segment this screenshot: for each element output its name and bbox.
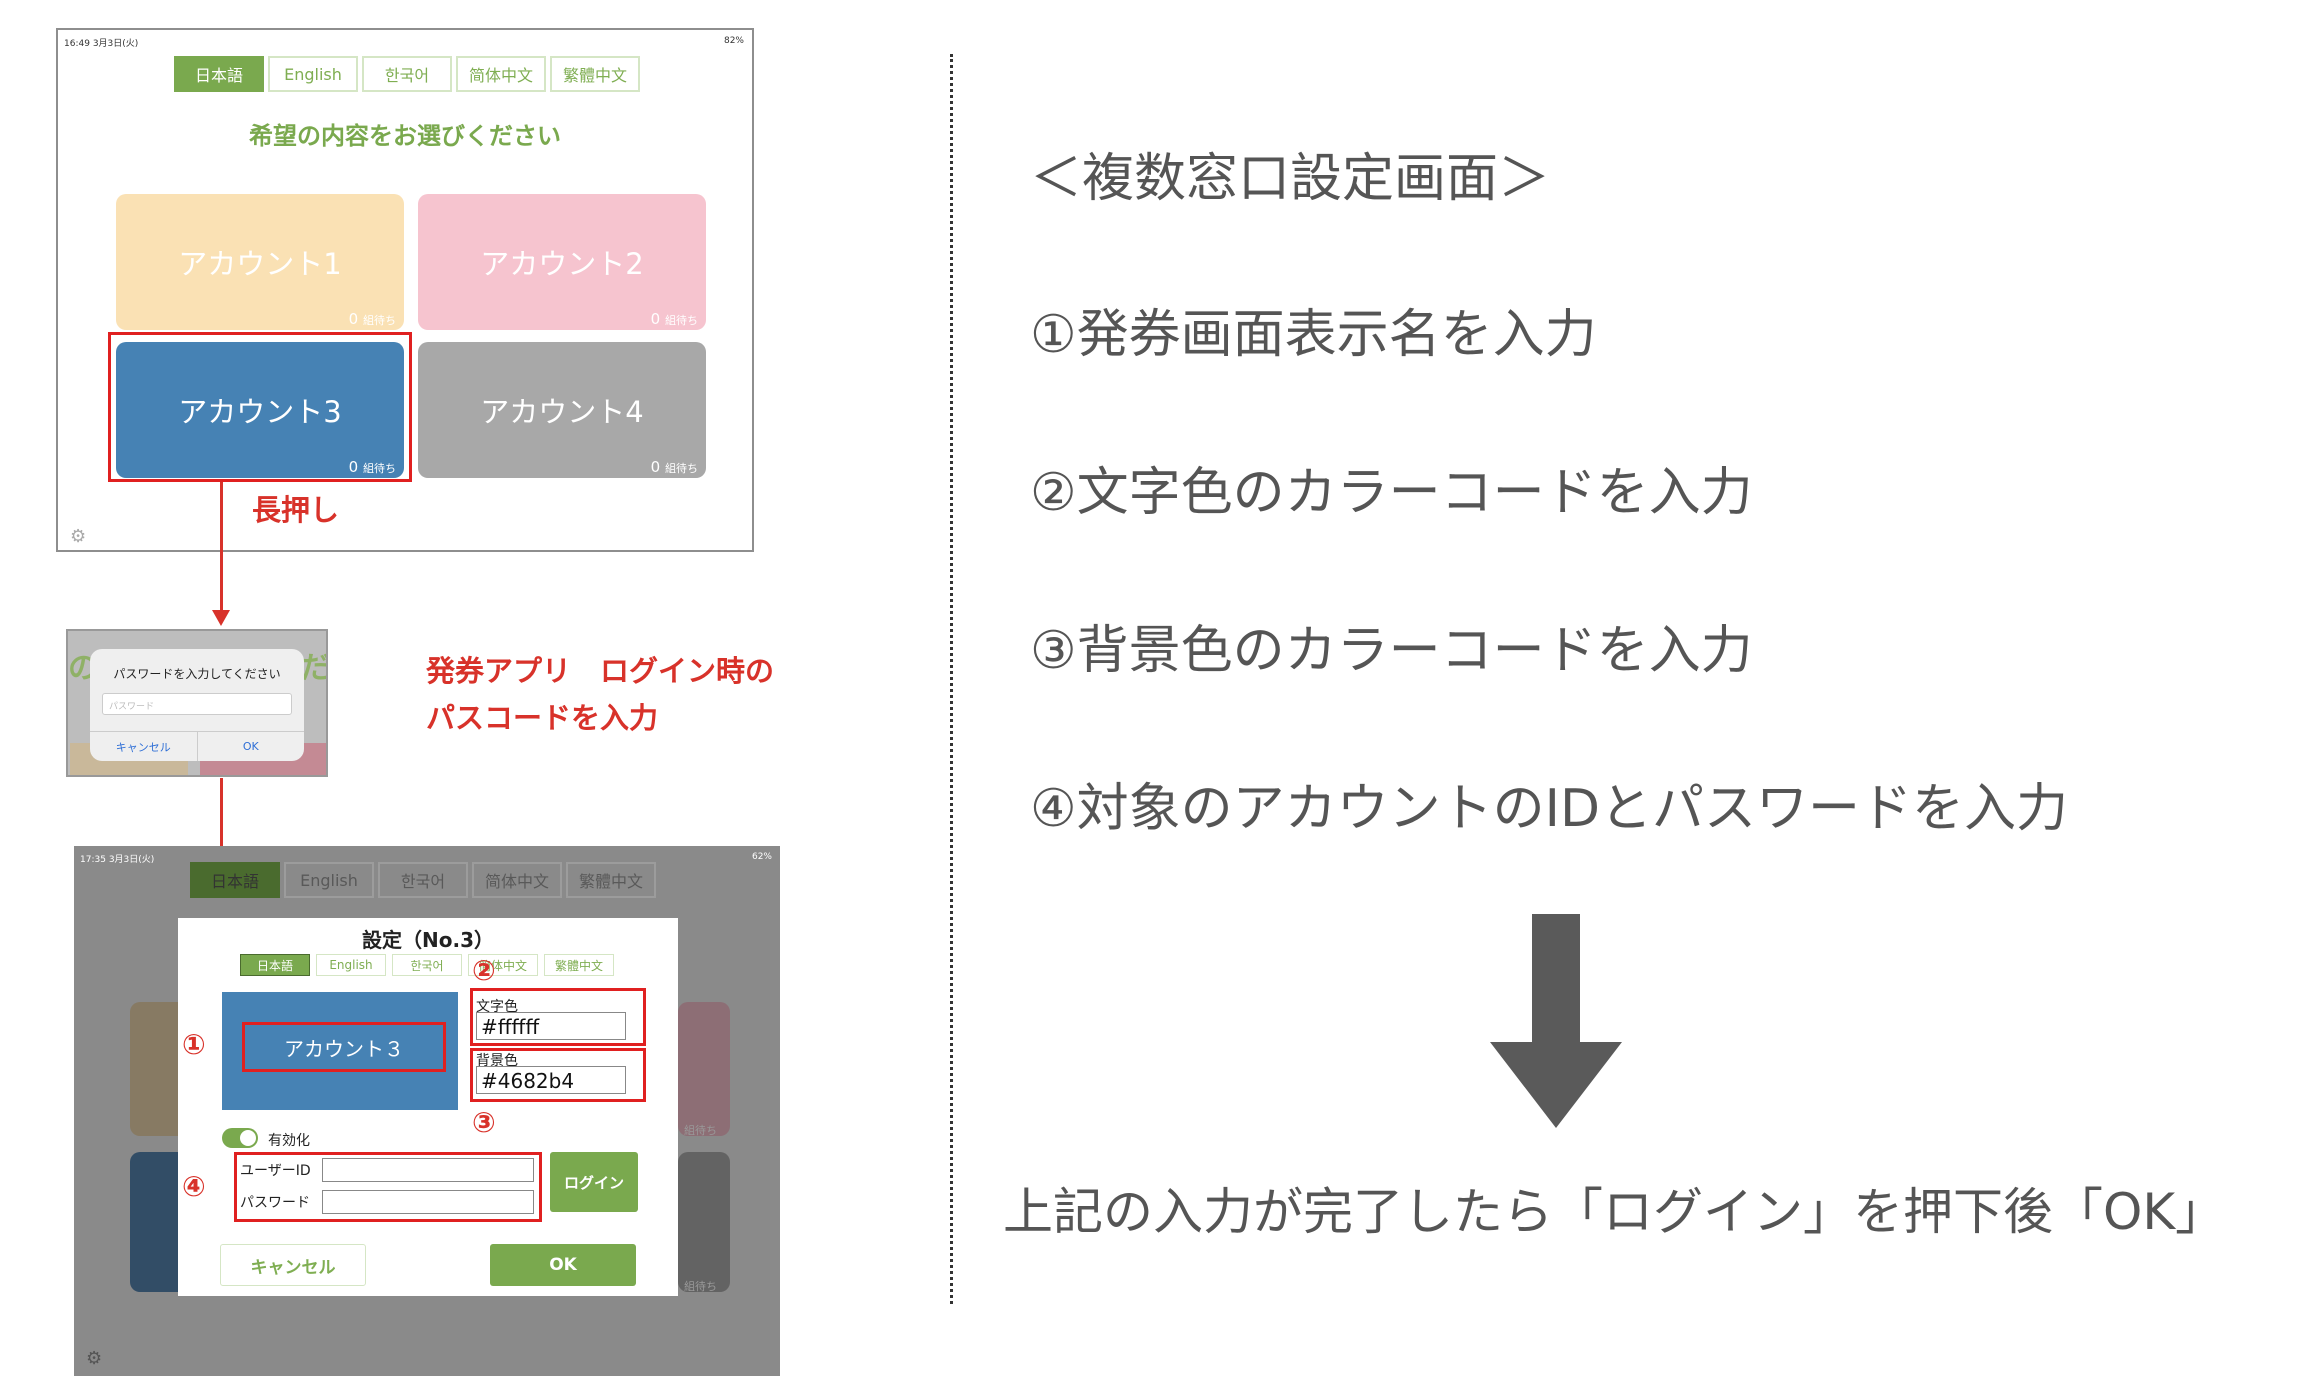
flow-arrow-line <box>220 482 223 612</box>
password-label: パスワード <box>240 1195 310 1211</box>
cancel-button[interactable]: キャンセル <box>220 1244 366 1286</box>
ok-button[interactable]: OK <box>490 1244 636 1286</box>
instruction-step-1: ①発券画面表示名を入力 <box>1030 305 1597 365</box>
status-bar: 16:49 3月3日(火) 82% <box>58 30 752 52</box>
wait-count: 0 組待ち <box>650 458 698 476</box>
highlight-box <box>234 1152 542 1222</box>
status-time: 16:49 <box>64 39 90 49</box>
lang-traditional-chinese-button[interactable]: 繁體中文 <box>550 56 640 92</box>
instruction-step-3: ③背景色のカラーコードを入力 <box>1030 621 1753 681</box>
marker-2: ② <box>472 954 496 987</box>
account-tile-label: アカウント3 <box>178 395 342 429</box>
password-input[interactable] <box>322 1190 534 1214</box>
lang-traditional-chinese-button[interactable]: 繁體中文 <box>566 862 656 898</box>
enable-label: 有効化 <box>268 1133 310 1149</box>
user-id-input[interactable] <box>322 1158 534 1182</box>
password-dialog: パスワードを入力してください パスワード キャンセル OK <box>90 649 304 761</box>
lang-japanese-button[interactable]: 日本語 <box>190 862 280 898</box>
marker-4: ④ <box>182 1170 206 1203</box>
account-tile-label: アカウント4 <box>480 395 644 429</box>
account-tile-2[interactable]: アカウント2 0 組待ち <box>418 194 706 330</box>
instruction-footer: 上記の入力が完了したら「ログイン」を押下後「OK」 <box>1003 1183 2226 1241</box>
status-battery: 82% <box>723 36 744 46</box>
dialog-buttons: キャンセル OK <box>90 731 304 761</box>
background-tile <box>678 1002 730 1136</box>
ok-button[interactable]: OK <box>196 732 305 761</box>
wait-count: 組待ち <box>684 1280 717 1293</box>
lang-simplified-chinese-button[interactable]: 简体中文 <box>456 56 546 92</box>
lang-korean-button[interactable]: 한국어 <box>362 56 452 92</box>
account-tile-3[interactable]: アカウント3 0 組待ち <box>116 342 404 478</box>
user-id-label: ユーザーID <box>240 1163 311 1179</box>
bg-color-input[interactable]: #4682b4 <box>476 1066 626 1094</box>
bg-color-label: 背景色 <box>476 1053 518 1069</box>
lang-traditional-chinese-button[interactable]: 繁體中文 <box>544 954 614 976</box>
lang-english-button[interactable]: English <box>316 954 386 976</box>
settings-screen: 17:35 3月3日(火) 62% 日本語 English 한국어 简体中文 繁… <box>74 846 780 1376</box>
account-tile-label: アカウント2 <box>480 247 644 281</box>
lang-simplified-chinese-button[interactable]: 简体中文 <box>472 862 562 898</box>
language-bar: 日本語 English 한국어 简体中文 繁體中文 <box>190 862 660 898</box>
text-color-input[interactable]: #ffffff <box>476 1012 626 1040</box>
highlight-box <box>108 332 412 482</box>
main-selection-screen: 16:49 3月3日(火) 82% 日本語 English 한국어 简体中文 繁… <box>56 28 754 552</box>
lang-english-button[interactable]: English <box>268 56 358 92</box>
enable-toggle[interactable] <box>222 1128 258 1148</box>
instruction-title: ＜複数窓口設定画面＞ <box>1030 149 1551 209</box>
language-bar: 日本語 English 한국어 简体中文 繁體中文 <box>174 56 644 92</box>
gear-icon[interactable]: ⚙ <box>86 1348 103 1369</box>
account-tile-4[interactable]: アカウント4 0 組待ち <box>418 342 706 478</box>
settings-title: 設定（No.3） <box>362 928 494 952</box>
gear-icon[interactable]: ⚙ <box>70 526 87 547</box>
status-bar: 17:35 3月3日(火) 62% <box>74 846 780 868</box>
passcode-annotation-line2: パスコードを入力 <box>426 701 659 735</box>
status-date: 3月3日(火) <box>92 39 139 49</box>
lang-simplified-chinese-button[interactable]: 简体中文 <box>468 954 538 976</box>
marker-3: ③ <box>472 1106 496 1139</box>
instruction-step-4: ④対象のアカウントのIDとパスワードを入力 <box>1030 779 2068 839</box>
display-name-input[interactable]: アカウント３ <box>242 1022 446 1072</box>
passcode-annotation: 発券アプリ ログイン時の パスコードを入力 <box>426 648 774 742</box>
passcode-annotation-line1: 発券アプリ ログイン時の <box>426 654 775 688</box>
lang-japanese-button[interactable]: 日本語 <box>240 954 310 976</box>
settings-language-bar: 日本語 English 한국어 简体中文 繁體中文 <box>240 954 620 976</box>
login-button[interactable]: ログイン <box>550 1152 638 1212</box>
big-arrow-down-icon <box>1490 914 1622 1128</box>
settings-dialog: 設定（No.3） 日本語 English 한국어 简体中文 繁體中文 アカウント… <box>178 918 678 1296</box>
text-color-label: 文字色 <box>476 999 518 1015</box>
lang-korean-button[interactable]: 한국어 <box>378 862 468 898</box>
arrow-down-icon <box>212 610 230 626</box>
dialog-title: パスワードを入力してください <box>113 667 281 681</box>
highlight-box <box>470 988 646 1046</box>
lang-korean-button[interactable]: 한국어 <box>392 954 462 976</box>
wait-count: 組待ち <box>684 1124 717 1137</box>
lang-japanese-button[interactable]: 日本語 <box>174 56 264 92</box>
background-tile <box>678 1152 730 1292</box>
selection-heading: 希望の内容をお選びください <box>249 122 561 150</box>
password-input[interactable]: パスワード <box>102 693 292 715</box>
lang-english-button[interactable]: English <box>284 862 374 898</box>
marker-1: ① <box>182 1028 206 1061</box>
background-text: だ <box>300 651 328 686</box>
account-tile-1[interactable]: アカウント1 0 組待ち <box>116 194 404 330</box>
wait-count: 0 組待ち <box>650 310 698 328</box>
wait-count: 0 組待ち <box>348 458 396 476</box>
tile-preview <box>222 992 458 1110</box>
status-battery: 62% <box>751 852 772 862</box>
cancel-button[interactable]: キャンセル <box>115 740 171 754</box>
password-prompt-screen: の だ パスワードを入力してください パスワード キャンセル OK <box>66 629 328 777</box>
highlight-box <box>470 1048 646 1102</box>
wait-count: 0 組待ち <box>348 310 396 328</box>
divider <box>950 54 953 1304</box>
status-time: 17:35 <box>80 855 106 865</box>
instruction-step-2: ②文字色のカラーコードを入力 <box>1030 463 1753 523</box>
account-tile-label: アカウント1 <box>178 247 342 281</box>
long-press-annotation: 長押し <box>252 493 340 527</box>
status-date: 3月3日(火) <box>108 855 155 865</box>
